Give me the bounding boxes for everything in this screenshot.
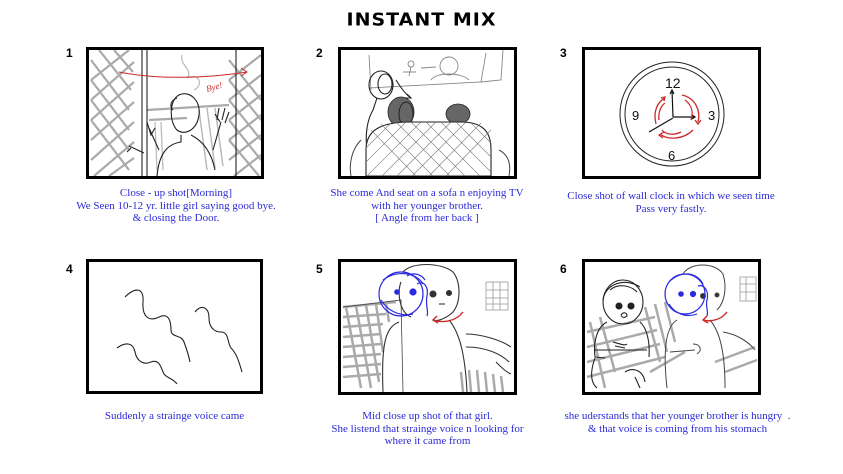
panel-number: 3: [560, 46, 567, 60]
page-title: INSTANT MIX: [346, 9, 497, 31]
kids-on-sofa-watching-tv-sketch: [349, 50, 511, 176]
caption-line: She come And seat on a sofa n enjoying T…: [330, 187, 524, 199]
caption-line: with her younger brother.: [371, 199, 483, 212]
caption-line: Suddenly a strainge voice came: [104, 410, 245, 422]
caption-line: She listend that strainge voice n lookin…: [331, 422, 524, 435]
storyboard-panel-4: [86, 259, 263, 394]
bye-annotation: Bye!: [205, 80, 224, 94]
caption-line: [ Angle from her back ]: [375, 212, 479, 224]
panel-2-caption: She come And seat on a sofa n enjoying T…: [312, 187, 542, 225]
caption-line: Close - up shot[Morning]: [119, 187, 233, 199]
girl-at-door-waving-sketch: Bye!: [90, 50, 261, 176]
caption-line: Mid close up shot of that girl.: [362, 410, 493, 422]
storyboard-panel-6: [582, 259, 761, 395]
panel-number: 4: [66, 262, 73, 276]
girl-turning-head-sketch: [342, 263, 512, 392]
panel-6-caption: she uderstands that her younger brother …: [540, 410, 815, 435]
sound-wave-lines-sketch: [116, 289, 243, 385]
clock-12: 12: [665, 75, 681, 91]
panel-1-caption: Close - up shot[Morning] We Seen 10-12 y…: [66, 187, 286, 225]
storyboard-panel-2: [338, 47, 517, 179]
panel-number: 2: [316, 46, 323, 60]
wall-clock-sketch: 12 3 6 9: [619, 61, 725, 167]
clock-9: 9: [632, 108, 639, 123]
caption-line: Close shot of wall clock in which we see…: [567, 190, 775, 202]
storyboard-panel-5: [338, 259, 517, 395]
panel-5-caption: Mid close up shot of that girl. She list…: [310, 410, 545, 448]
panel-number: 1: [66, 46, 73, 60]
storyboard-panel-3: 12 3 6 9: [582, 47, 761, 179]
panel-number: 5: [316, 262, 323, 276]
girl-and-brother-on-sofa-sketch: [586, 264, 758, 389]
caption-line: & that voice is coming from his stomach: [587, 422, 768, 435]
clock-6: 6: [668, 148, 675, 163]
panel-number: 6: [560, 262, 567, 276]
caption-line: where it came from: [384, 435, 471, 447]
caption-line: Pass very fastly.: [635, 202, 707, 215]
caption-line: We Seen 10-12 yr. little girl saying goo…: [76, 199, 276, 212]
storyboard-panel-1: Bye!: [86, 47, 264, 179]
caption-line: & closing the Door.: [132, 212, 220, 224]
panel-3-caption: Close shot of wall clock in which we see…: [556, 190, 786, 215]
panel-4-caption: Suddenly a strainge voice came: [62, 410, 287, 423]
caption-line: she uderstands that her younger brother …: [564, 410, 791, 422]
clock-3: 3: [708, 108, 715, 123]
